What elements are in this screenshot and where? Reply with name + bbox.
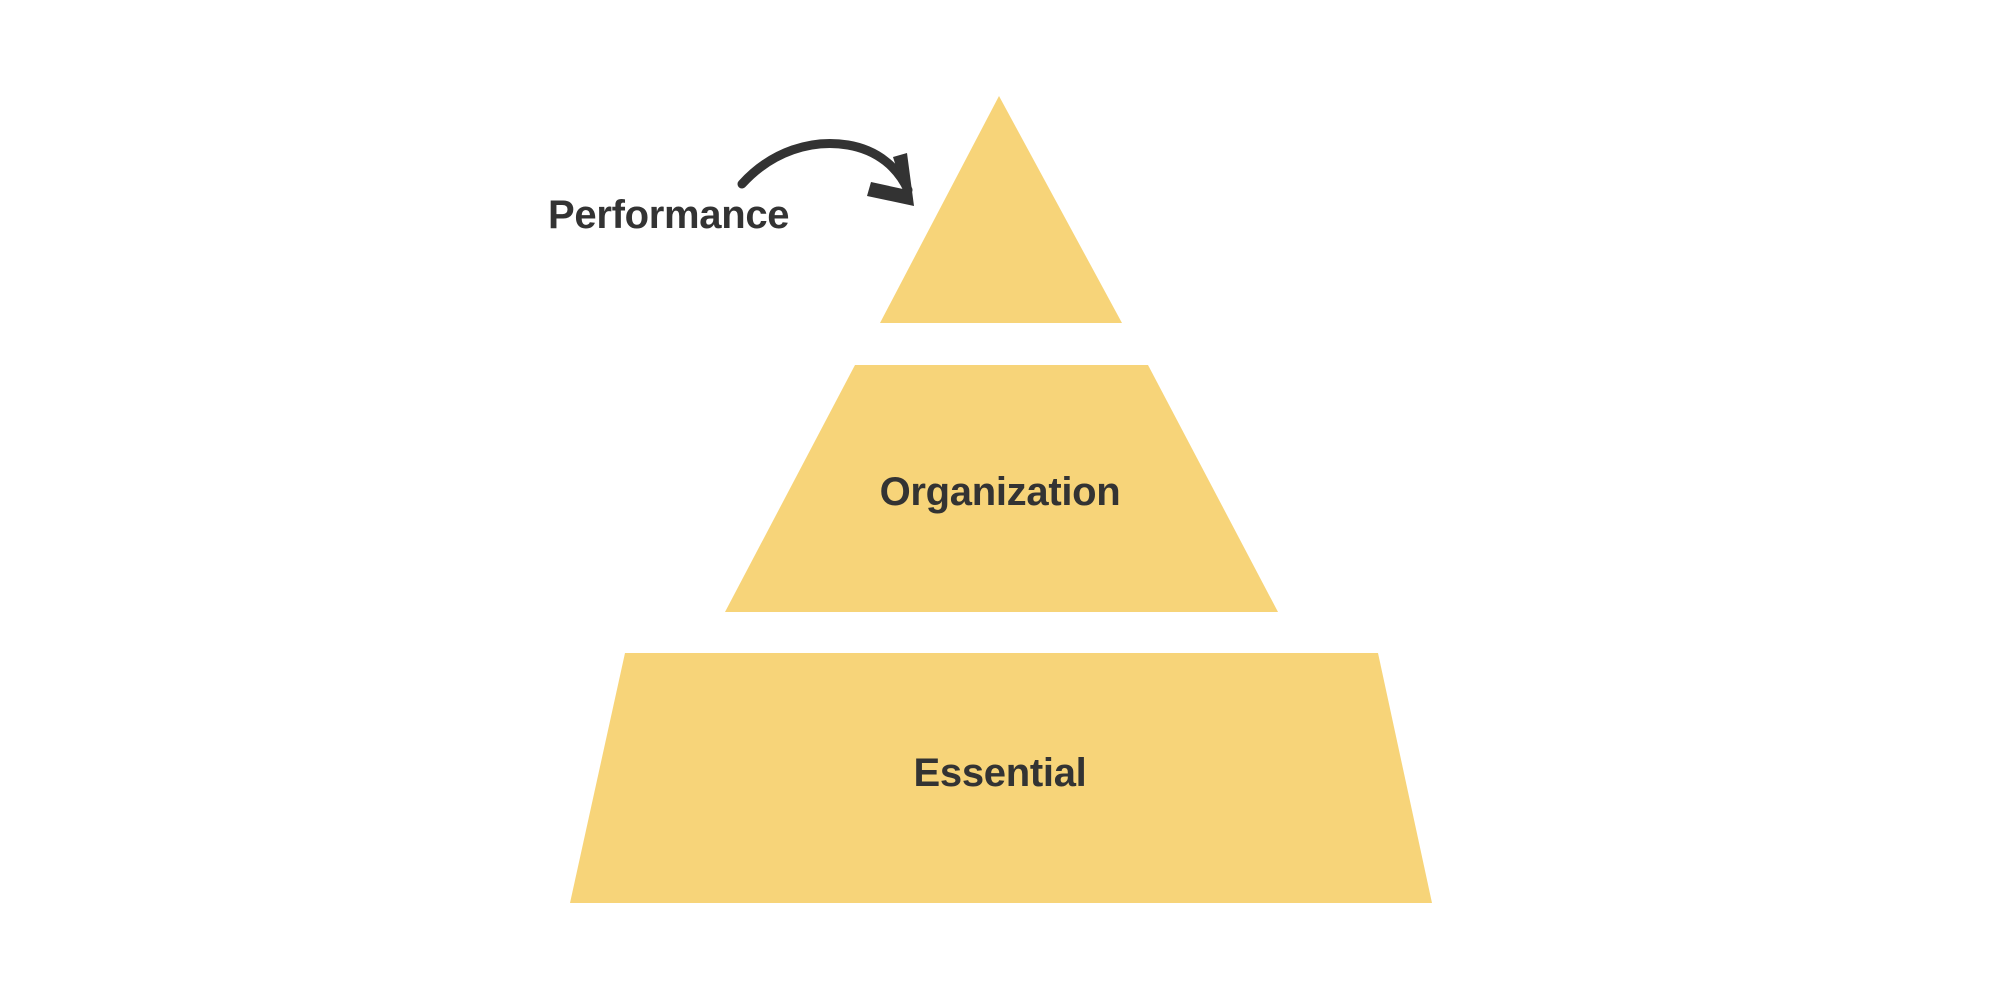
- tier-shape-essential[interactable]: [570, 653, 1432, 903]
- pyramid-tier-performance[interactable]: [880, 96, 1122, 323]
- curved-arrow-head-icon: [867, 153, 914, 206]
- tier-shape-organization[interactable]: [725, 365, 1278, 612]
- tier-label-organization: Organization: [880, 470, 1121, 514]
- tier-shape-performance[interactable]: [880, 96, 1122, 323]
- pyramid-tier-organization[interactable]: Organization: [725, 365, 1278, 612]
- tier-label-essential: Essential: [914, 751, 1087, 795]
- callout-label-performance: Performance: [548, 193, 789, 237]
- curved-arrow-icon: [737, 139, 913, 195]
- performance-callout: Performance: [548, 139, 914, 237]
- pyramid-tier-essential[interactable]: Essential: [570, 653, 1432, 903]
